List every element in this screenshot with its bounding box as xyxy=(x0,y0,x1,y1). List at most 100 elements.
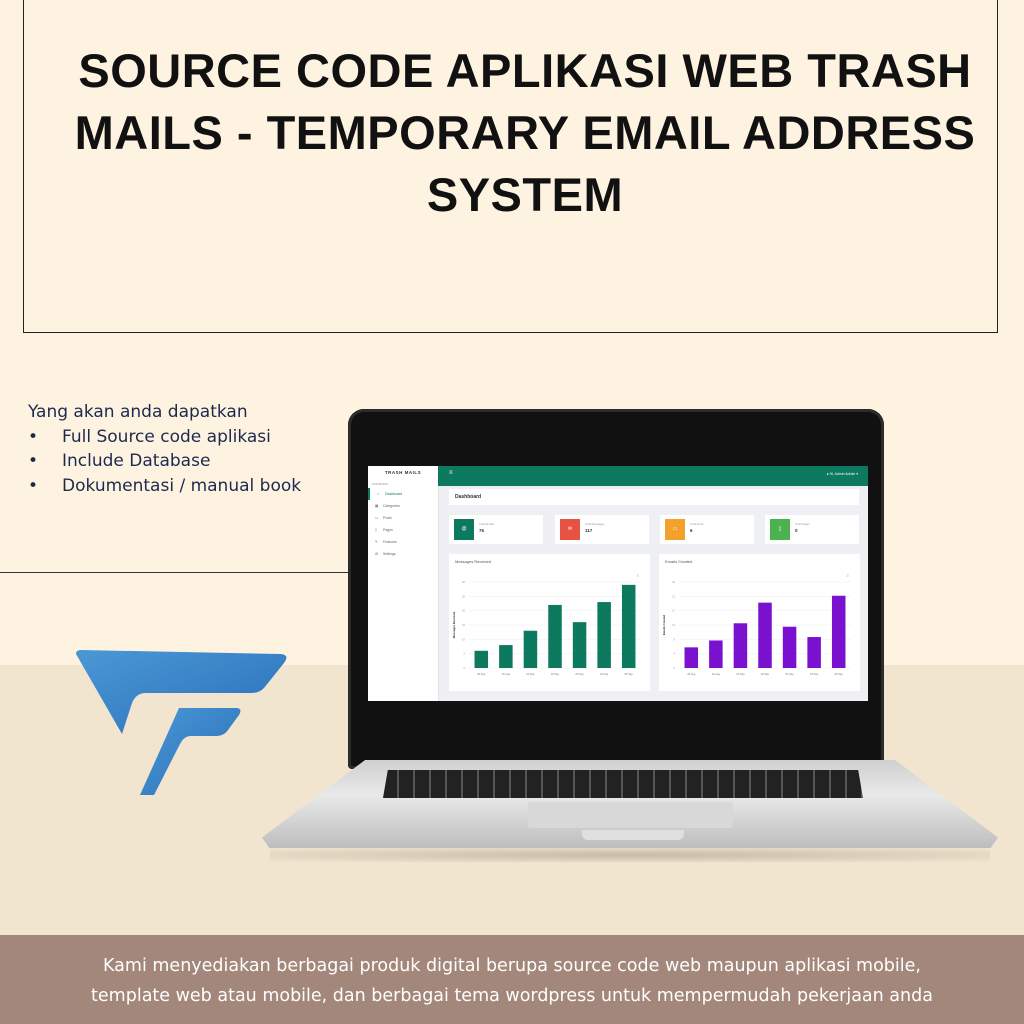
stat-label: Total Emails xyxy=(479,522,495,526)
stat-value: 117 xyxy=(585,528,593,533)
features-list: Yang akan anda dapatkan Full Source code… xyxy=(28,400,301,498)
stat-card-emails: @ Total Emails 76 xyxy=(449,515,543,544)
y-tick-label: 5 xyxy=(464,652,466,656)
chart-title: Emails Created xyxy=(665,559,693,564)
at-icon: @ xyxy=(454,519,474,540)
y-axis-label: Emails Created xyxy=(662,615,666,636)
x-tick-label: 04 Sep xyxy=(810,672,819,676)
inbox-icon: ✉ xyxy=(560,519,580,540)
stat-value: 0 xyxy=(795,528,798,533)
sidebar-item-label: Dashboard xyxy=(385,492,403,496)
y-tick-label: 0 xyxy=(464,666,466,670)
sidebar-item-pages[interactable]: ▯ Pages xyxy=(368,524,438,536)
bar xyxy=(548,604,562,668)
y-tick-label: 4 xyxy=(674,652,676,656)
x-tick-label: 31 Aug xyxy=(712,672,721,676)
bar xyxy=(684,647,699,668)
y-tick-label: 21 xyxy=(672,594,675,598)
page-title: SOURCE CODE APLIKASI WEB TRASH MAILS - T… xyxy=(74,44,976,221)
user-name: Hi, Admin Admin xyxy=(829,472,856,476)
bar xyxy=(499,645,513,668)
chart-menu-icon: ≡ xyxy=(847,573,850,578)
stat-label: Total Pages xyxy=(795,522,810,526)
pencil-icon: ✎ xyxy=(375,540,378,544)
chart-title: Messages Received xyxy=(455,559,492,564)
bar xyxy=(733,623,748,668)
y-tick-label: 30 xyxy=(462,580,465,584)
stat-card-posts: ▭ Total Posts 6 xyxy=(660,515,754,544)
bar xyxy=(474,650,489,668)
sidebar-item-categories[interactable]: ▦Categories xyxy=(368,500,438,512)
stat-value: 6 xyxy=(690,528,693,533)
bar xyxy=(621,584,636,668)
stat-label: Total Messages xyxy=(585,522,605,526)
brand-logo-icon xyxy=(76,650,287,795)
menu-icon[interactable]: ≡ xyxy=(449,470,453,476)
sidebar-item-label: Pages xyxy=(383,528,393,532)
x-tick-label: 30 Aug xyxy=(477,672,486,676)
post-icon: ▭ xyxy=(665,519,685,540)
sidebar-item-posts[interactable]: ▭ Posts xyxy=(368,512,438,524)
user-menu[interactable]: ● Hi, Admin Admin ▾ xyxy=(826,472,858,476)
x-tick-label: 05 Sep xyxy=(835,672,844,676)
feature-item: Include Database xyxy=(28,449,301,474)
footer-line: Kami menyediakan berbagai produk digital… xyxy=(103,956,921,976)
y-tick-label: 25 xyxy=(672,580,675,584)
laptop-screen: TRASH MAILS DASHBOARD ⌂ Dashboard ▦Catego… xyxy=(368,466,868,701)
bar xyxy=(597,602,611,668)
sidebar-item-dashboard[interactable]: ⌂ Dashboard xyxy=(368,488,438,500)
sidebar-item-features[interactable]: ✎ Features xyxy=(368,536,438,548)
x-tick-label: 01 Sep xyxy=(736,672,745,676)
stat-card-messages: ✉ Total Messages 117 xyxy=(555,515,649,544)
divider xyxy=(0,572,348,573)
grid-icon: ▦ xyxy=(375,504,379,508)
x-tick-label: 04 Sep xyxy=(600,672,609,676)
y-tick-label: 8 xyxy=(674,637,676,641)
chart-menu-icon: ≡ xyxy=(637,573,640,578)
gear-icon: ⚙ xyxy=(375,552,379,556)
sidebar-item-settings[interactable]: ⚙ Settings xyxy=(368,548,438,560)
page-header: Dashboard xyxy=(449,489,859,505)
top-bar: ≡ ● Hi, Admin Admin ▾ xyxy=(438,466,868,486)
features-heading: Yang akan anda dapatkan xyxy=(28,402,248,422)
x-tick-label: 02 Sep xyxy=(551,672,560,676)
x-tick-label: 03 Sep xyxy=(785,672,794,676)
x-tick-label: 30 Aug xyxy=(687,672,696,676)
x-tick-label: 03 Sep xyxy=(575,672,584,676)
stat-card-pages: ▯ Total Pages 0 xyxy=(765,515,859,544)
title-box xyxy=(23,0,998,333)
feature-item: Full Source code aplikasi xyxy=(28,425,301,450)
page-icon: ▯ xyxy=(770,519,790,540)
x-tick-label: 31 Aug xyxy=(502,672,511,676)
sidebar: TRASH MAILS DASHBOARD ⌂ Dashboard ▦Catego… xyxy=(368,466,439,701)
trackpad xyxy=(528,802,733,828)
x-tick-label: 05 Sep xyxy=(625,672,634,676)
y-tick-label: 20 xyxy=(462,609,465,613)
y-tick-label: 0 xyxy=(674,666,676,670)
sidebar-item-label: Posts xyxy=(383,516,392,520)
post-icon: ▭ xyxy=(375,516,379,520)
y-axis-label: Messages Received xyxy=(452,611,456,638)
stat-label: Total Posts xyxy=(690,522,704,526)
home-icon: ⌂ xyxy=(377,492,380,496)
y-tick-label: 17 xyxy=(672,609,675,613)
y-tick-label: 25 xyxy=(462,594,465,598)
bar xyxy=(782,626,797,668)
laptop-shadow xyxy=(270,848,990,862)
bar xyxy=(523,630,538,668)
page-icon: ▯ xyxy=(375,528,377,532)
bar xyxy=(572,622,587,668)
sidebar-item-label: Features xyxy=(383,540,397,544)
y-tick-label: 13 xyxy=(672,623,675,627)
laptop-notch xyxy=(582,830,684,840)
feature-item: Dokumentasi / manual book xyxy=(28,474,301,499)
nav-heading: DASHBOARD xyxy=(372,483,388,486)
y-tick-label: 10 xyxy=(462,637,465,641)
y-tick-label: 15 xyxy=(462,623,465,627)
sidebar-item-label: Settings xyxy=(383,552,396,556)
app-brand: TRASH MAILS xyxy=(384,470,422,475)
keyboard xyxy=(383,770,863,798)
